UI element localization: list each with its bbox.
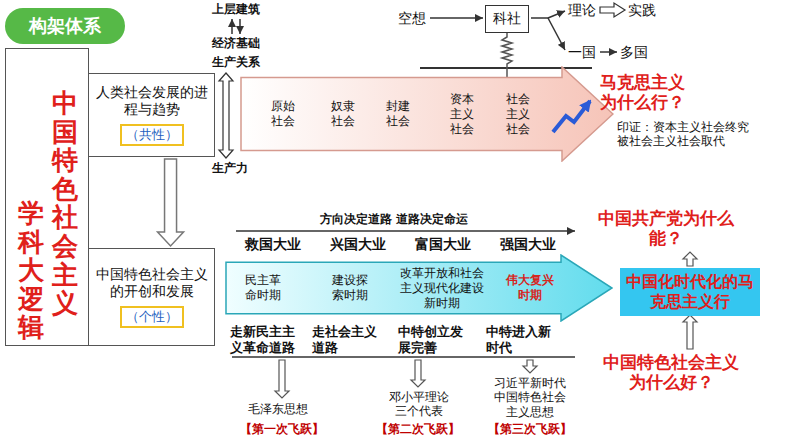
node-text: 中国特色社会主义的开创和发展 [94, 266, 209, 301]
arrow [600, 51, 617, 53]
band-text: 社会主义社会 [505, 92, 531, 137]
road-label: 中特创立发展完善 [398, 324, 470, 355]
question-text: 中国共产党为什么能？ [586, 208, 746, 249]
band-text: 伟大复兴时期 [504, 273, 556, 303]
hollow-arrow [683, 315, 697, 349]
hollow-arrow [523, 360, 537, 373]
cause-label: 富国大业 [415, 236, 471, 253]
band-text: 改革开放和社会主义现代化建设新时期 [397, 266, 487, 311]
spring-symbol [502, 33, 512, 77]
cause-label: 强国大业 [500, 236, 556, 253]
node-text: 构架体系 [29, 15, 101, 38]
road-label: 走新民主主义革命道路 [230, 324, 302, 355]
rule-line [232, 356, 575, 358]
branch-arrow [548, 18, 565, 50]
cause-label: 救国大业 [245, 236, 301, 253]
layer-label: 上层建筑 [212, 2, 260, 16]
hollow-arrow [411, 360, 425, 387]
tag-box: （个性） [120, 306, 184, 329]
band-text: 建设探索时期 [330, 273, 370, 303]
band-text: 奴隶社会 [330, 99, 356, 129]
double-arrow [219, 73, 233, 158]
leap-label: 【第二次飞跃】 [376, 422, 460, 436]
arrow [430, 17, 483, 19]
logic-panel: 学科大逻辑中国特色社会主义 [5, 48, 89, 346]
heading-text: 方向决定道路 道路决定命运 [320, 212, 468, 226]
band-text: 资本主义社会 [449, 92, 475, 137]
concept-box: 人类社会发展的进程与趋势 （共性） [88, 73, 215, 157]
node-text: 科社 [493, 10, 521, 28]
stage-arrow-band: 原始社会 奴隶社会 封建社会 资本主义社会 社会主义社会 [240, 66, 614, 162]
band-outline [241, 67, 613, 161]
flow-label: 多国 [620, 44, 648, 61]
layer-label: 经济基础 [212, 36, 260, 50]
node-text: 人类社会发展的进程与趋势 [94, 84, 209, 119]
flow-label: 空想 [398, 10, 426, 27]
hollow-arrow [275, 360, 289, 398]
vertical-heading: 中国特色社会主义 [52, 89, 78, 318]
arrow-shape [240, 66, 614, 162]
note-text: 印证：资本主义社会终究被社会主义社会取代 [617, 120, 755, 149]
process-box: 科社 [485, 5, 529, 33]
road-label: 中特进入新时代 [486, 324, 558, 355]
up-arrow [231, 19, 233, 34]
layer-label: 生产关系 [212, 55, 260, 69]
branch-line [531, 17, 548, 19]
band-outline [226, 255, 612, 321]
node-text: 中国化时代化的马克思主义行 [625, 272, 755, 312]
theory-label: 邓小平理论 三个代表 [386, 390, 452, 419]
result-box: 中国化时代化的马克思主义行 [620, 268, 760, 316]
down-arrow [239, 19, 241, 34]
road-label: 走社会主义道路 [312, 324, 384, 355]
flow-label: 一国 [568, 44, 596, 61]
tag-text: （个性） [126, 309, 178, 324]
hollow-arrow [600, 3, 625, 17]
leap-label: 【第三次飞跃】 [488, 422, 572, 436]
concept-box: 中国特色社会主义的开创和发展 （个性） [88, 248, 215, 346]
period-arrow-band: 民主革命时期 建设探索时期改革开放和社会主义现代化建设新时期伟大复兴时期 [225, 254, 613, 322]
question-text: 中国特色社会主义为什么好？ [596, 352, 746, 393]
vertical-heading: 学科大逻辑 [18, 199, 44, 342]
cause-label: 兴国大业 [330, 236, 386, 253]
band-text: 封建社会 [385, 99, 411, 129]
flow-label: 理论 [568, 2, 596, 19]
layer-label: 生产力 [212, 161, 248, 175]
branch-arrow [548, 11, 565, 18]
direction-arrow [236, 230, 575, 232]
theory-label: 毛泽东思想 [248, 402, 308, 416]
rule-line [420, 67, 592, 69]
flow-label: 实践 [628, 2, 656, 19]
tag-text: （共性） [126, 127, 178, 142]
title-tab: 构架体系 [5, 8, 125, 44]
leap-label: 【第一次飞跃】 [240, 422, 324, 436]
band-text: 原始社会 [270, 99, 296, 129]
band-text: 民主革命时期 [243, 273, 283, 303]
hollow-connector [158, 159, 184, 246]
question-text: 马克思主义为什么行？ [600, 72, 700, 113]
theory-label: 习近平新时代中国特色社会主义思想 [492, 376, 568, 419]
tag-box: （共性） [120, 124, 184, 147]
hollow-arrow [683, 252, 697, 266]
